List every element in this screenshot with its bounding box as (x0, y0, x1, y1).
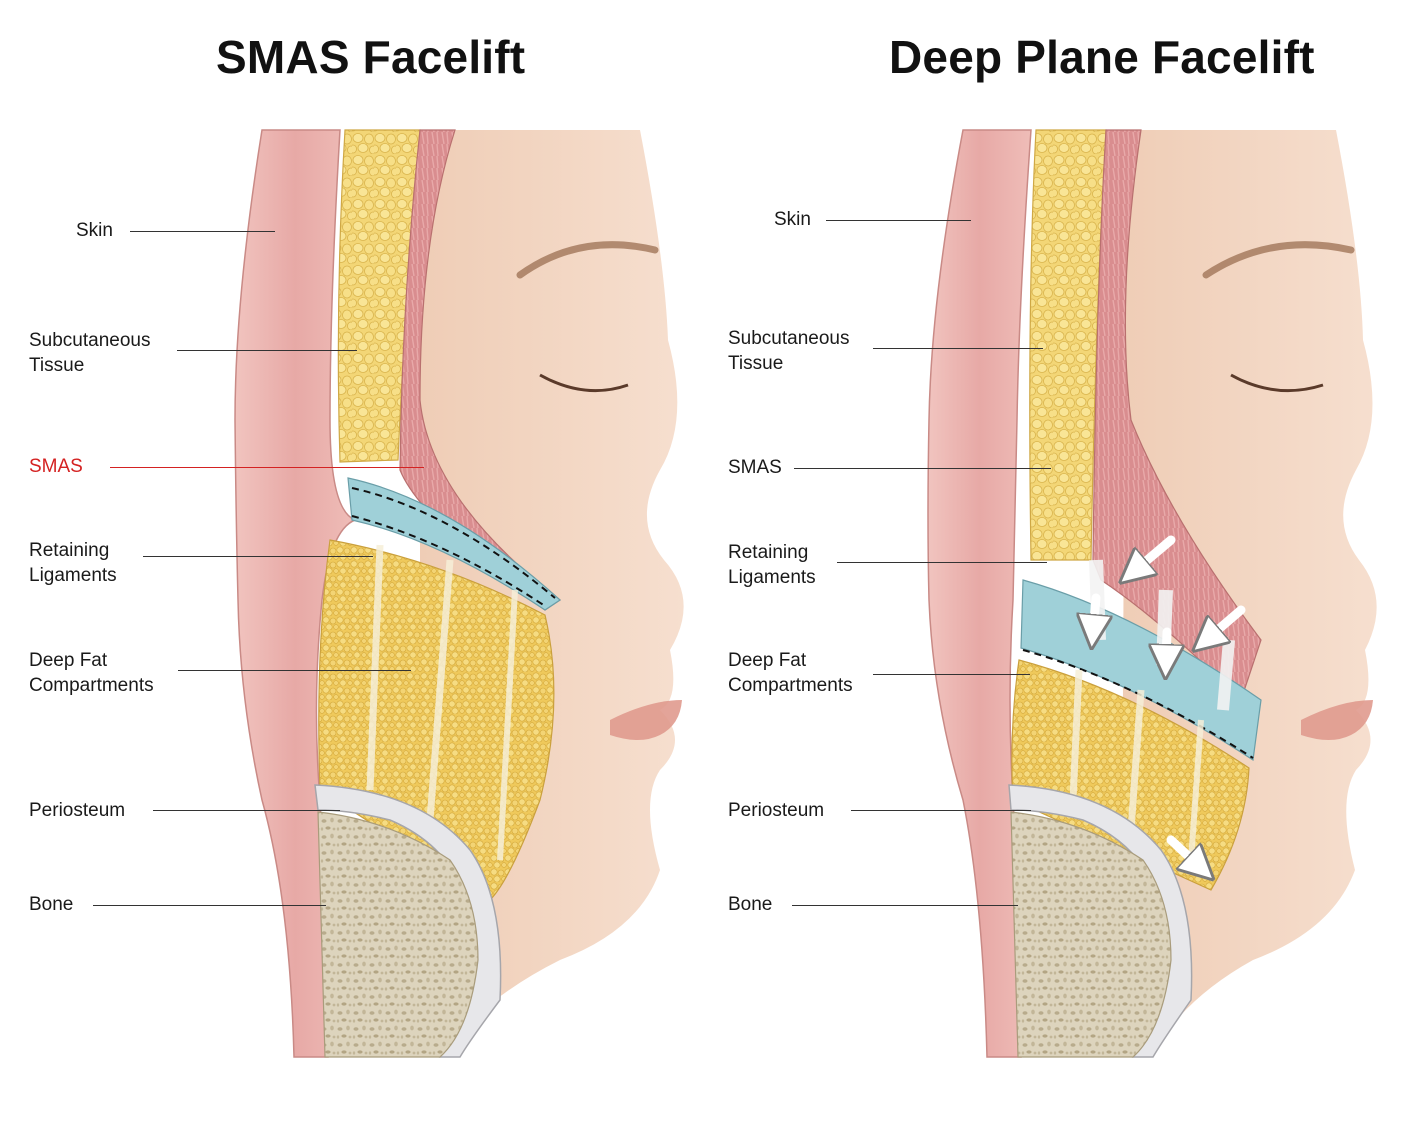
arrow-icon (1133, 535, 1176, 572)
arrow-icon (1166, 835, 1201, 868)
leader-line-smas (110, 467, 424, 468)
deep-plane-facelift-cross-section-illustration (927, 129, 1377, 1058)
leader-line-smas (794, 468, 1051, 469)
leader-line-subcutaneous-tissue (177, 350, 357, 351)
leader-line-retaining-ligaments (837, 562, 1047, 563)
arrow-icon (1206, 605, 1246, 640)
ligament-strand (1069, 669, 1083, 801)
label-skin: Skin (774, 209, 811, 230)
label-bone: Bone (728, 894, 773, 915)
leader-line-periosteum (153, 810, 340, 811)
arrow-icon (1166, 627, 1167, 662)
eyebrow (1202, 241, 1355, 279)
bone (317, 811, 479, 1058)
ligament-strand (426, 559, 454, 821)
periosteum (314, 784, 502, 1058)
leader-line-periosteum (851, 810, 1031, 811)
closed-eye (1230, 373, 1324, 393)
deep-plane-space (347, 477, 561, 611)
ligament-strand (1188, 719, 1204, 861)
panel-title: Deep Plane Facelift (889, 31, 1315, 83)
label-retaining-ligaments: Retaining Ligaments (728, 542, 816, 588)
bone (1010, 811, 1172, 1058)
label-subcutaneous-tissue: Subcutaneous Tissue (728, 328, 850, 374)
leader-line-bone (792, 905, 1018, 906)
leader-line-bone (93, 905, 326, 906)
leader-line-deep-fat-compartments (873, 674, 1030, 675)
label-deep-fat-compartments: Deep Fat Compartments (29, 650, 154, 696)
lips (610, 700, 682, 740)
lips (1301, 700, 1373, 740)
dissection-line-lower (351, 515, 546, 607)
label-retaining-ligaments: Retaining Ligaments (29, 540, 117, 586)
leader-line-deep-fat-compartments (178, 670, 411, 671)
closed-eye (539, 373, 629, 393)
label-subcutaneous-tissue: Subcutaneous Tissue (29, 330, 151, 376)
smas-facelift-cross-section-illustration (234, 129, 684, 1058)
ligament-strand (497, 589, 518, 861)
label-smas: SMAS (728, 457, 782, 478)
label-deep-fat-compartments: Deep Fat Compartments (728, 650, 853, 696)
label-smas: SMAS (29, 456, 83, 477)
label-bone: Bone (29, 894, 74, 915)
leader-line-retaining-ligaments (143, 556, 373, 557)
smas-facelift-panel: SMAS Facelift Skin Subcutaneous Tissue S… (29, 31, 684, 1058)
dissection-line (351, 487, 556, 599)
leader-line-subcutaneous-tissue (873, 348, 1043, 349)
periosteum (1008, 784, 1193, 1058)
label-periosteum: Periosteum (29, 800, 126, 821)
deep-fat-compartments (1011, 659, 1250, 891)
deep-plane-facelift-panel: Deep Plane Facelift Sk (701, 0, 1402, 1122)
panel-title: SMAS Facelift (216, 31, 526, 83)
label-skin: Skin (76, 220, 113, 241)
dissection-line (1022, 649, 1254, 759)
label-periosteum: Periosteum (728, 800, 825, 821)
eyebrow (516, 241, 659, 279)
leader-line-skin (826, 220, 971, 221)
arrow-icon (1093, 593, 1096, 632)
ligament-strand (1127, 689, 1145, 831)
leader-line-skin (130, 231, 275, 232)
ligament-strand (366, 544, 384, 791)
ligament-strand (1217, 639, 1235, 711)
